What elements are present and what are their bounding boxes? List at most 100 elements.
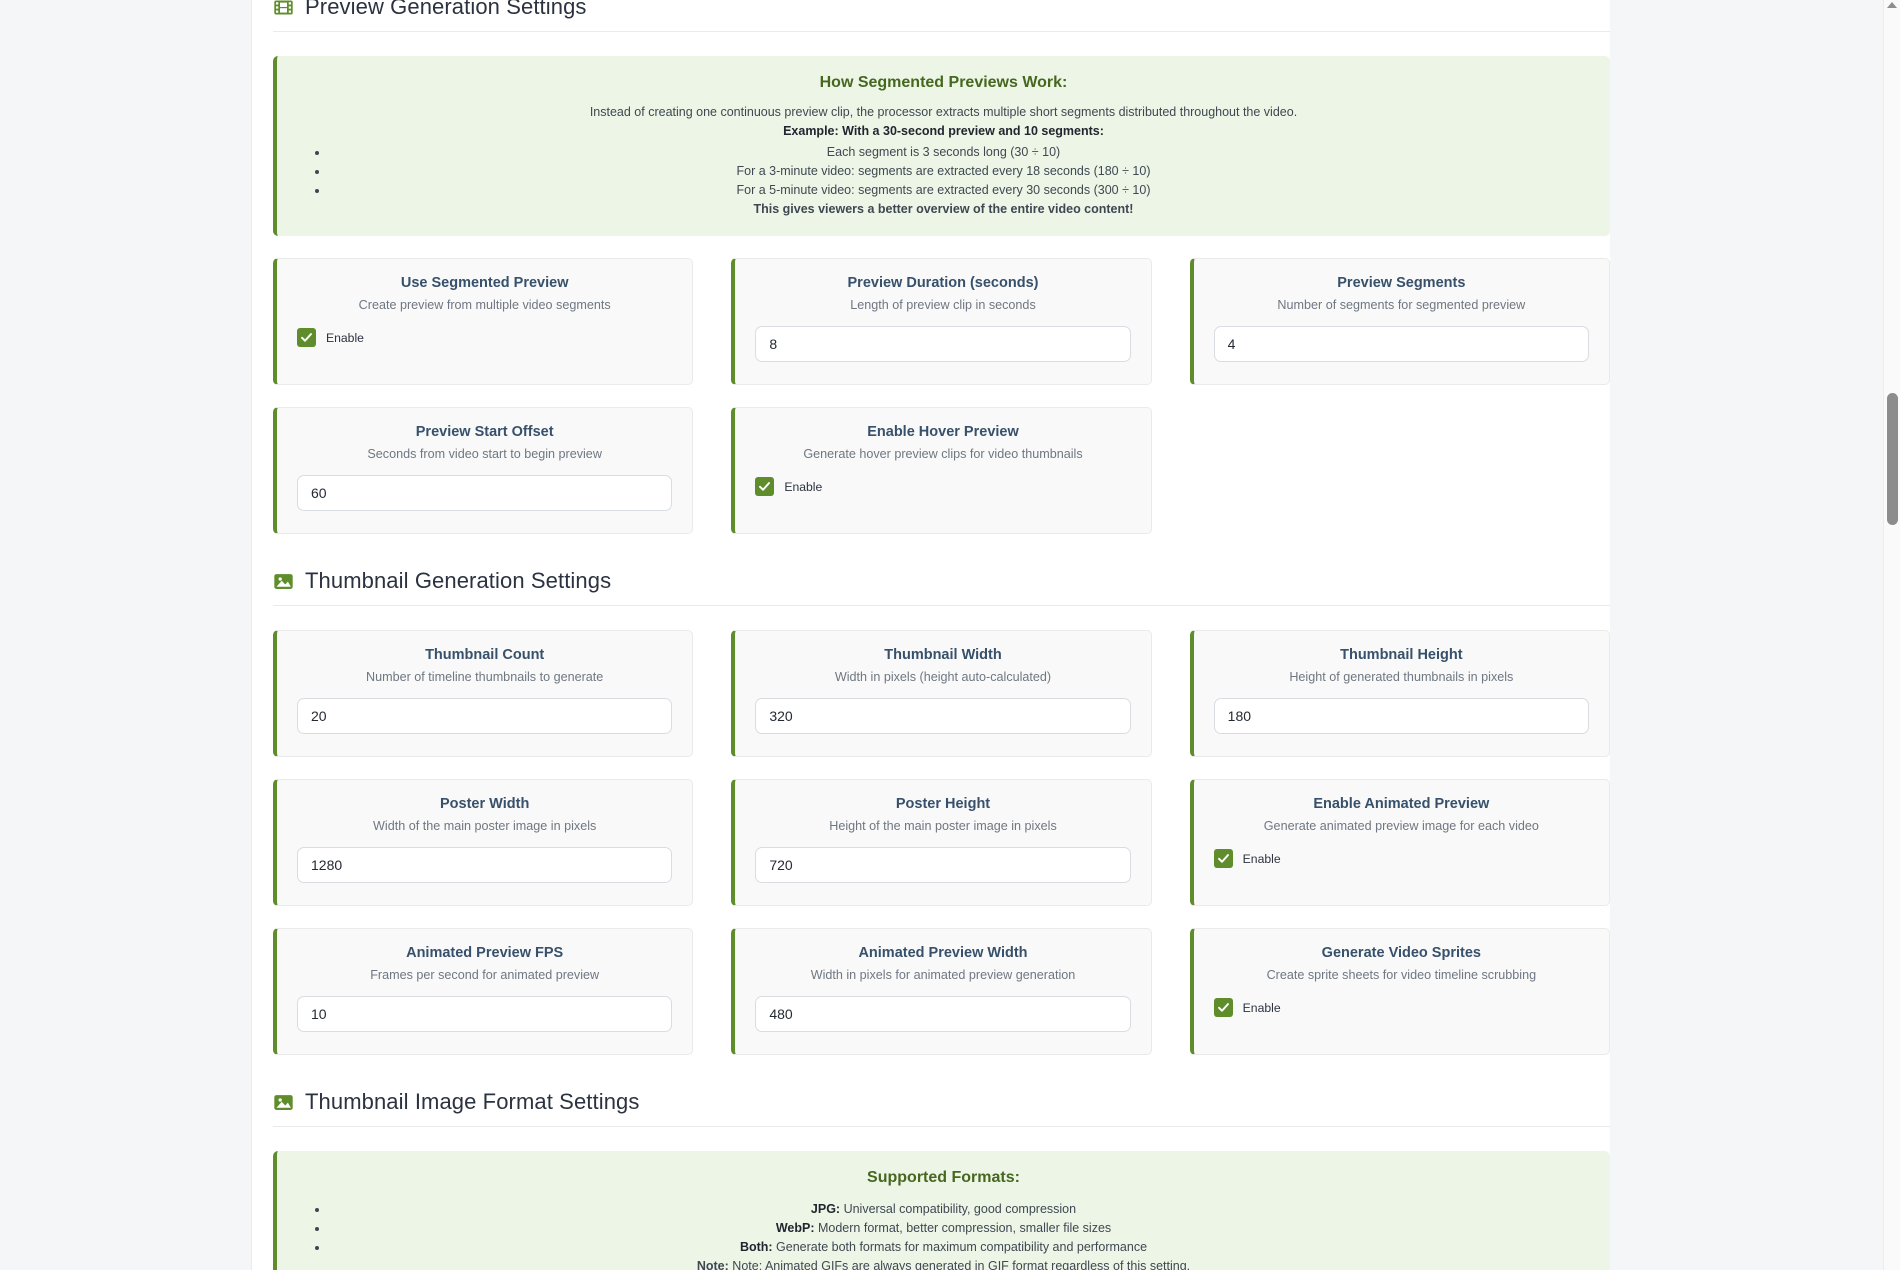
setting-card-animated-preview-width: Animated Preview Width Width in pixels f…: [731, 928, 1152, 1055]
thumbnail-count-input[interactable]: [297, 698, 673, 734]
callout-example-label: Example: With a 30-second preview and 10…: [783, 124, 1104, 138]
card-title: Preview Start Offset: [415, 424, 554, 440]
use-segmented-preview-checkbox-row[interactable]: Enable: [297, 326, 672, 347]
card-title: Thumbnail Width: [884, 647, 1002, 663]
preview-start-offset-input[interactable]: [297, 475, 673, 511]
setting-card-thumbnail-count: Thumbnail Count Number of timeline thumb…: [273, 630, 694, 757]
callout-list-text-1: For a 3-minute video: segments are extra…: [736, 164, 1151, 178]
section-header-thumbnail-generation: Thumbnail Generation Settings: [273, 568, 1610, 606]
thumbnail-settings-grid: Thumbnail Count Number of timeline thumb…: [273, 630, 1610, 1077]
setting-card-enable-animated-preview: Enable Animated Preview Generate animate…: [1189, 779, 1610, 906]
thumbnail-width-input[interactable]: [755, 698, 1131, 734]
card-title: Poster Width: [440, 796, 530, 812]
section-header-preview-generation: Preview Generation Settings: [273, 0, 1610, 32]
page-right-gutter: [1610, 0, 1900, 1270]
checkbox-label: Enable: [784, 479, 823, 494]
checkbox-label: Enable: [1242, 851, 1281, 866]
scroll-up-arrow-icon[interactable]: [1887, 2, 1897, 8]
checkbox-checked-icon[interactable]: [297, 328, 316, 347]
callout-list: JPG: Universal compatibility, good compr…: [297, 1200, 1590, 1257]
list-item: For a 5-minute video: segments are extra…: [329, 181, 1590, 200]
card-title: Generate Video Sprites: [1321, 945, 1481, 961]
card-description: Width in pixels (height auto-calculated): [834, 670, 1052, 684]
poster-width-input[interactable]: [297, 847, 673, 883]
setting-card-animated-preview-fps: Animated Preview FPS Frames per second f…: [273, 928, 694, 1055]
supported-formats-info-callout: Supported Formats: JPG: Universal compat…: [273, 1151, 1610, 1270]
callout-list-text-0: Each segment is 3 seconds long (30 ÷ 10): [826, 145, 1061, 159]
animated-preview-fps-input[interactable]: [297, 996, 673, 1032]
card-description: Frames per second for animated preview: [370, 968, 600, 982]
card-title: Use Segmented Preview: [400, 275, 569, 291]
card-description: Height of generated thumbnails in pixels: [1289, 670, 1514, 684]
format-label: JPG:: [810, 1202, 841, 1216]
setting-card-thumbnail-height: Thumbnail Height Height of generated thu…: [1189, 630, 1610, 757]
card-description: Generate hover preview clips for video t…: [803, 447, 1083, 461]
preview-settings-grid: Use Segmented Preview Create preview fro…: [273, 258, 1610, 556]
card-description: Create sprite sheets for video timeline …: [1266, 968, 1537, 982]
format-label: WebP:: [775, 1221, 815, 1235]
note-label: Note:: [696, 1259, 729, 1270]
section-header-thumbnail-format: Thumbnail Image Format Settings: [273, 1089, 1610, 1127]
checkbox-label: Enable: [1242, 1000, 1281, 1015]
vertical-scrollbar[interactable]: [1883, 0, 1900, 1270]
card-title: Preview Segments: [1337, 275, 1466, 291]
callout-list: Each segment is 3 seconds long (30 ÷ 10)…: [297, 143, 1590, 200]
card-title: Animated Preview Width: [858, 945, 1028, 961]
callout-list-text-2: For a 5-minute video: segments are extra…: [736, 183, 1151, 197]
scrollbar-thumb[interactable]: [1886, 393, 1898, 525]
checkbox-checked-icon[interactable]: [755, 477, 775, 496]
setting-card-preview-segments: Preview Segments Number of segments for …: [1189, 258, 1610, 385]
grid-spacer: [1190, 407, 1610, 556]
list-item: For a 3-minute video: segments are extra…: [329, 162, 1590, 181]
segmented-preview-info-callout: How Segmented Previews Work: Instead of …: [273, 56, 1610, 236]
section-title: Thumbnail Generation Settings: [305, 568, 612, 593]
card-title: Animated Preview FPS: [406, 945, 564, 961]
image-icon: [274, 573, 293, 589]
enable-animated-preview-checkbox-row[interactable]: Enable: [1213, 847, 1589, 868]
callout-lead-text: Instead of creating one continuous previ…: [589, 105, 1298, 119]
setting-card-preview-duration: Preview Duration (seconds) Length of pre…: [731, 258, 1152, 385]
note-text: Note: Animated GIFs are always generated…: [728, 1259, 1191, 1270]
callout-title: Supported Formats:: [867, 1169, 1020, 1186]
card-title: Enable Animated Preview: [1313, 796, 1490, 812]
setting-card-use-segmented-preview: Use Segmented Preview Create preview fro…: [273, 258, 694, 385]
card-description: Width in pixels for animated preview gen…: [810, 968, 1076, 982]
preview-duration-input[interactable]: [755, 326, 1131, 362]
image-icon: [274, 1094, 293, 1110]
section-title: Thumbnail Image Format Settings: [305, 1089, 640, 1114]
preview-segments-input[interactable]: [1213, 326, 1589, 362]
card-description: Length of preview clip in seconds: [850, 298, 1036, 312]
card-title: Poster Height: [895, 796, 991, 812]
checkbox-checked-icon[interactable]: [1213, 998, 1233, 1017]
card-title: Enable Hover Preview: [867, 424, 1019, 440]
setting-card-poster-height: Poster Height Height of the main poster …: [731, 779, 1152, 906]
animated-preview-width-input[interactable]: [755, 996, 1131, 1032]
card-title: Preview Duration (seconds): [847, 275, 1039, 291]
list-item: WebP: Modern format, better compression,…: [329, 1219, 1590, 1238]
setting-card-enable-hover-preview: Enable Hover Preview Generate hover prev…: [731, 407, 1152, 534]
card-description: Seconds from video start to begin previe…: [367, 447, 602, 461]
list-item: JPG: Universal compatibility, good compr…: [329, 1200, 1590, 1219]
card-title: Thumbnail Height: [1340, 647, 1463, 663]
enable-hover-preview-checkbox-row[interactable]: Enable: [755, 475, 1130, 496]
setting-card-poster-width: Poster Width Width of the main poster im…: [273, 779, 694, 906]
format-item-2: Both: Generate both formats for maximum …: [297, 1238, 1590, 1257]
callout-note-row: Note: Note: Animated GIFs are always gen…: [297, 1259, 1590, 1270]
section-title: Preview Generation Settings: [305, 0, 587, 19]
page-content-column: Preview Generation Settings How Segmente…: [252, 0, 1610, 1270]
thumbnail-height-input[interactable]: [1213, 698, 1589, 734]
page-left-gutter: [0, 0, 252, 1270]
card-description: Height of the main poster image in pixel…: [829, 819, 1057, 833]
setting-card-generate-video-sprites: Generate Video Sprites Create sprite she…: [1189, 928, 1610, 1055]
list-item: Both: Generate both formats for maximum …: [329, 1238, 1590, 1257]
format-text: Universal compatibility, good compressio…: [840, 1202, 1077, 1216]
generate-video-sprites-checkbox-row[interactable]: Enable: [1213, 996, 1589, 1017]
card-description: Number of timeline thumbnails to generat…: [366, 670, 604, 684]
format-label: Both:: [739, 1240, 773, 1254]
poster-height-input[interactable]: [755, 847, 1131, 883]
format-text: Modern format, better compression, small…: [814, 1221, 1112, 1235]
checkbox-checked-icon[interactable]: [1213, 849, 1233, 868]
card-description: Width of the main poster image in pixels: [373, 819, 597, 833]
callout-title: How Segmented Previews Work:: [819, 74, 1068, 91]
